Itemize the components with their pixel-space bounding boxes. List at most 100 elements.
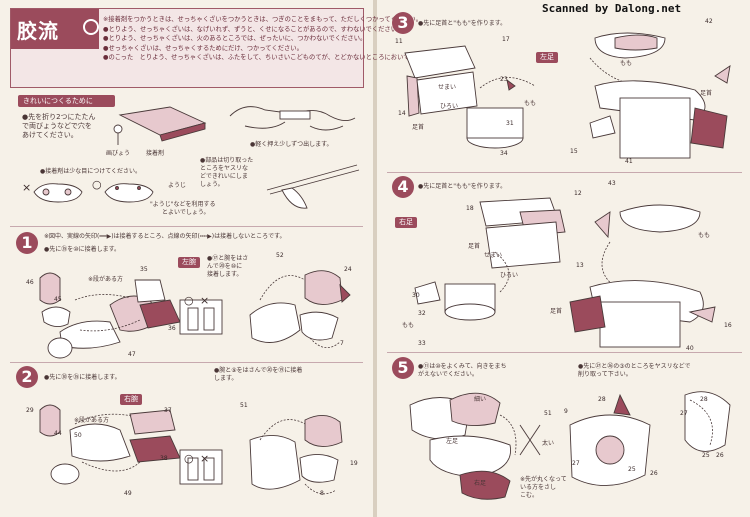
glue-bad-part bbox=[33, 183, 83, 203]
tip-line: あけてください。 bbox=[22, 131, 78, 139]
tip-line: しょう。 bbox=[200, 181, 224, 188]
step-5-number: 5 bbox=[392, 357, 414, 379]
divider bbox=[387, 352, 742, 353]
part-number: 23 bbox=[500, 76, 508, 83]
glue-good-part bbox=[104, 183, 154, 203]
tip-line: で両びょうなどで穴を bbox=[22, 122, 92, 130]
note-line: ※先が丸くなって bbox=[520, 476, 567, 483]
part-number: 9 bbox=[564, 408, 568, 415]
page-gutter bbox=[373, 0, 377, 517]
instruction-line: がえないでください。 bbox=[418, 371, 478, 378]
sub-line: 接着します。 bbox=[207, 271, 243, 278]
part-number: 12 bbox=[574, 190, 582, 197]
tip-fold: ●先を折り2つにたたん で両びょうなどで穴を あけてください。 bbox=[22, 113, 96, 140]
note-line: こむ。 bbox=[520, 492, 539, 499]
file-tool-illustration bbox=[266, 164, 360, 209]
caution-line: ●のこった とりよう、せっちゃくざいは、ふたをして、ちいさいこどものてが、とどか… bbox=[103, 54, 441, 62]
pin-label: 画びょう bbox=[106, 150, 131, 157]
part-number: 32 bbox=[418, 310, 426, 317]
part-number: 47 bbox=[128, 351, 136, 358]
step-4-tag: 右足 bbox=[395, 217, 417, 228]
squeeze-note: ●軽く押え少しずつ出します。 bbox=[250, 141, 333, 148]
part-number: 51 bbox=[240, 402, 248, 409]
part-number: 45 bbox=[54, 296, 62, 303]
glue-label: 接着剤 bbox=[146, 150, 165, 157]
label-right-leg: 右足 bbox=[474, 480, 487, 487]
step-4-right-leg-parts bbox=[414, 197, 716, 348]
part-number: 36 bbox=[168, 325, 176, 332]
step-3-instruction: ●先に足首と"もも"を作ります。 bbox=[418, 20, 507, 27]
part-number: 27 bbox=[680, 410, 688, 417]
part-number: 17 bbox=[502, 36, 510, 43]
step-2-good-mark: ○ bbox=[184, 452, 194, 465]
tip-line: ところをヤスリな bbox=[200, 165, 249, 172]
part-number: 11 bbox=[395, 38, 403, 45]
bad-mark: × bbox=[22, 181, 32, 194]
step-3-tag: 左足 bbox=[536, 52, 558, 63]
step-1-instruction: ●先に㉟を⑩に接着します。 bbox=[44, 246, 121, 253]
sub-line: ●腕と⑨をはさんで⑳を⑲に接着 bbox=[214, 367, 303, 374]
label-thin: 細い bbox=[474, 396, 487, 403]
step-5-note: ※先が丸くなって いる方をさし こむ。 bbox=[520, 476, 567, 500]
step-1-sub: ●⑰と腕をはさ んで⑳を⑩に 接着します。 bbox=[207, 255, 248, 279]
caution-line: ●とりよう、せっちゃくざいは、なげいれず、ずうと、くせになることがあるので、すわ… bbox=[103, 25, 404, 33]
tool-note-line: "ようじ"などを利用する bbox=[150, 201, 216, 208]
tip-line: ●部品は切り取った bbox=[200, 157, 254, 164]
instruction-line: ●先に㉗と㉖の③のところをヤスリなどで bbox=[578, 363, 691, 370]
part-number: 15 bbox=[570, 148, 578, 155]
caution-box: 胶流 ※接着剤をつかうときは、せっちゃくざいをつかうときは、つぎのことをまもって… bbox=[10, 8, 441, 88]
warning-circle-icon bbox=[83, 19, 99, 35]
sub-line: します。 bbox=[214, 375, 238, 382]
step-2-bad-mark: × bbox=[200, 452, 210, 465]
part-number: 43 bbox=[608, 180, 616, 187]
caution-line: ●せっちゃくざいは、せっちゃくするためにだけ、つかってください。 bbox=[103, 44, 303, 52]
part-number: 26 bbox=[650, 470, 658, 477]
part-number: 13 bbox=[576, 262, 584, 269]
sub-line: ●⑰と腕をはさ bbox=[207, 255, 249, 262]
step-1-bad-mark: × bbox=[200, 294, 210, 307]
note-line: いる方をさし bbox=[520, 484, 557, 491]
part-number: 52 bbox=[276, 252, 284, 259]
label-wide: ひろい bbox=[440, 103, 459, 110]
part-number: 46 bbox=[26, 279, 34, 286]
step-5-instruction-2: ●先に㉗と㉖の③のところをヤスリなどで 削り取って下さい。 bbox=[578, 363, 691, 379]
label-thigh: もも bbox=[698, 232, 711, 239]
tool-note-line: とよいでしょう。 bbox=[162, 209, 210, 216]
step-2-number: 2 bbox=[16, 366, 38, 388]
step-2-note2: ※段がある方 bbox=[74, 417, 110, 424]
step-5-assembly-parts bbox=[409, 391, 731, 500]
caution-title: 胶流 bbox=[17, 19, 59, 43]
step-1-number: 1 bbox=[16, 232, 38, 254]
instruction-line: 削り取って下さい。 bbox=[578, 371, 632, 378]
divider bbox=[10, 362, 363, 363]
step-5-instruction: ●⑪は⑩をよくみて、向きをまち がえないでください。 bbox=[418, 363, 507, 379]
part-number: 44 bbox=[54, 430, 62, 437]
part-number: 33 bbox=[418, 340, 426, 347]
section-neat-tips: きれいにつくるために bbox=[18, 95, 115, 107]
step-2-sub: ●腕と⑨をはさんで⑳を⑲に接着 します。 bbox=[214, 367, 302, 383]
tool-note: "ようじ"などを利用する とよいでしょう。 bbox=[150, 201, 216, 217]
tip-file: ●部品は切り取った ところをヤスリな どできれいにしま しょう。 bbox=[200, 157, 253, 189]
part-number: 14 bbox=[398, 110, 406, 117]
part-number: 50 bbox=[74, 432, 82, 439]
glue-tube-illustration bbox=[113, 106, 207, 145]
label-wide: ひろい bbox=[500, 272, 519, 279]
step-4-number: 4 bbox=[392, 176, 414, 198]
caution-line: ●とりよう、せっちゃくざいは、火のあるところでは、ぜったいに、つかわないでくださ… bbox=[103, 35, 367, 43]
step-1-tag: 左腕 bbox=[178, 257, 200, 268]
label-ankle: 足首 bbox=[700, 90, 713, 97]
step-4-instruction: ●先に足首と"もも"を作ります。 bbox=[418, 183, 507, 190]
part-number: 25 bbox=[628, 466, 636, 473]
part-number: 34 bbox=[500, 150, 508, 157]
step-2-tag: 右腕 bbox=[120, 394, 142, 405]
part-number: 8 bbox=[320, 490, 324, 497]
step-3-left-leg-parts bbox=[404, 32, 731, 159]
label-thigh: もも bbox=[524, 100, 537, 107]
label-ankle: 足首 bbox=[550, 308, 563, 315]
part-number: 28 bbox=[598, 396, 606, 403]
part-number: 35 bbox=[140, 266, 148, 273]
part-number: 40 bbox=[686, 345, 694, 352]
step-2-right-arm-parts bbox=[39, 404, 343, 495]
label-thigh: もも bbox=[402, 322, 415, 329]
part-number: 28 bbox=[700, 396, 708, 403]
